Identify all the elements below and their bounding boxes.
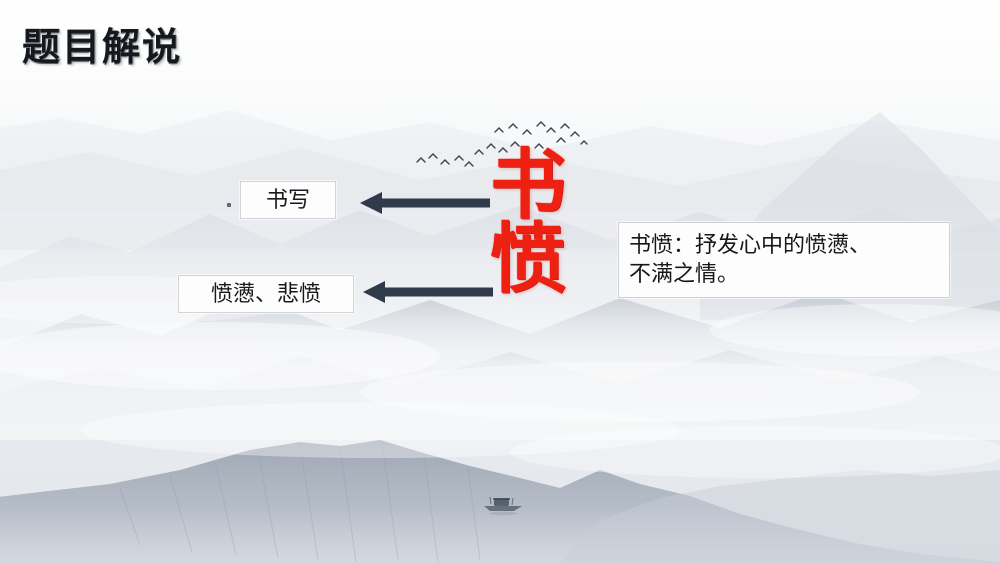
arrow-left-to-shuxie (360, 192, 490, 214)
arrow-left-to-fenmen (363, 281, 493, 303)
birds-icon (416, 121, 588, 167)
explanation-line-2: 不满之情。 (629, 261, 740, 287)
label-box-fenmen: 愤懑、悲愤 (178, 275, 354, 313)
boat-icon (484, 496, 522, 516)
explanation-line-1: 书愤：抒发心中的愤懑、 (629, 232, 872, 257)
page-title: 题目解说 (22, 27, 183, 69)
ink-dot-icon (227, 203, 231, 207)
calligraphy-shufen: 书 愤 (478, 140, 578, 304)
explanation-box: 书愤：抒发心中的愤懑、 不满之情。 (618, 222, 950, 298)
calligraphy-char-fen: 愤 (490, 214, 566, 304)
label-text-fenmen: 愤懑、悲愤 (210, 281, 321, 306)
label-box-shuxie: 书写 (240, 181, 336, 219)
calligraphy-char-shu: 书 (490, 140, 566, 229)
label-text-shuxie: 书写 (265, 187, 310, 212)
